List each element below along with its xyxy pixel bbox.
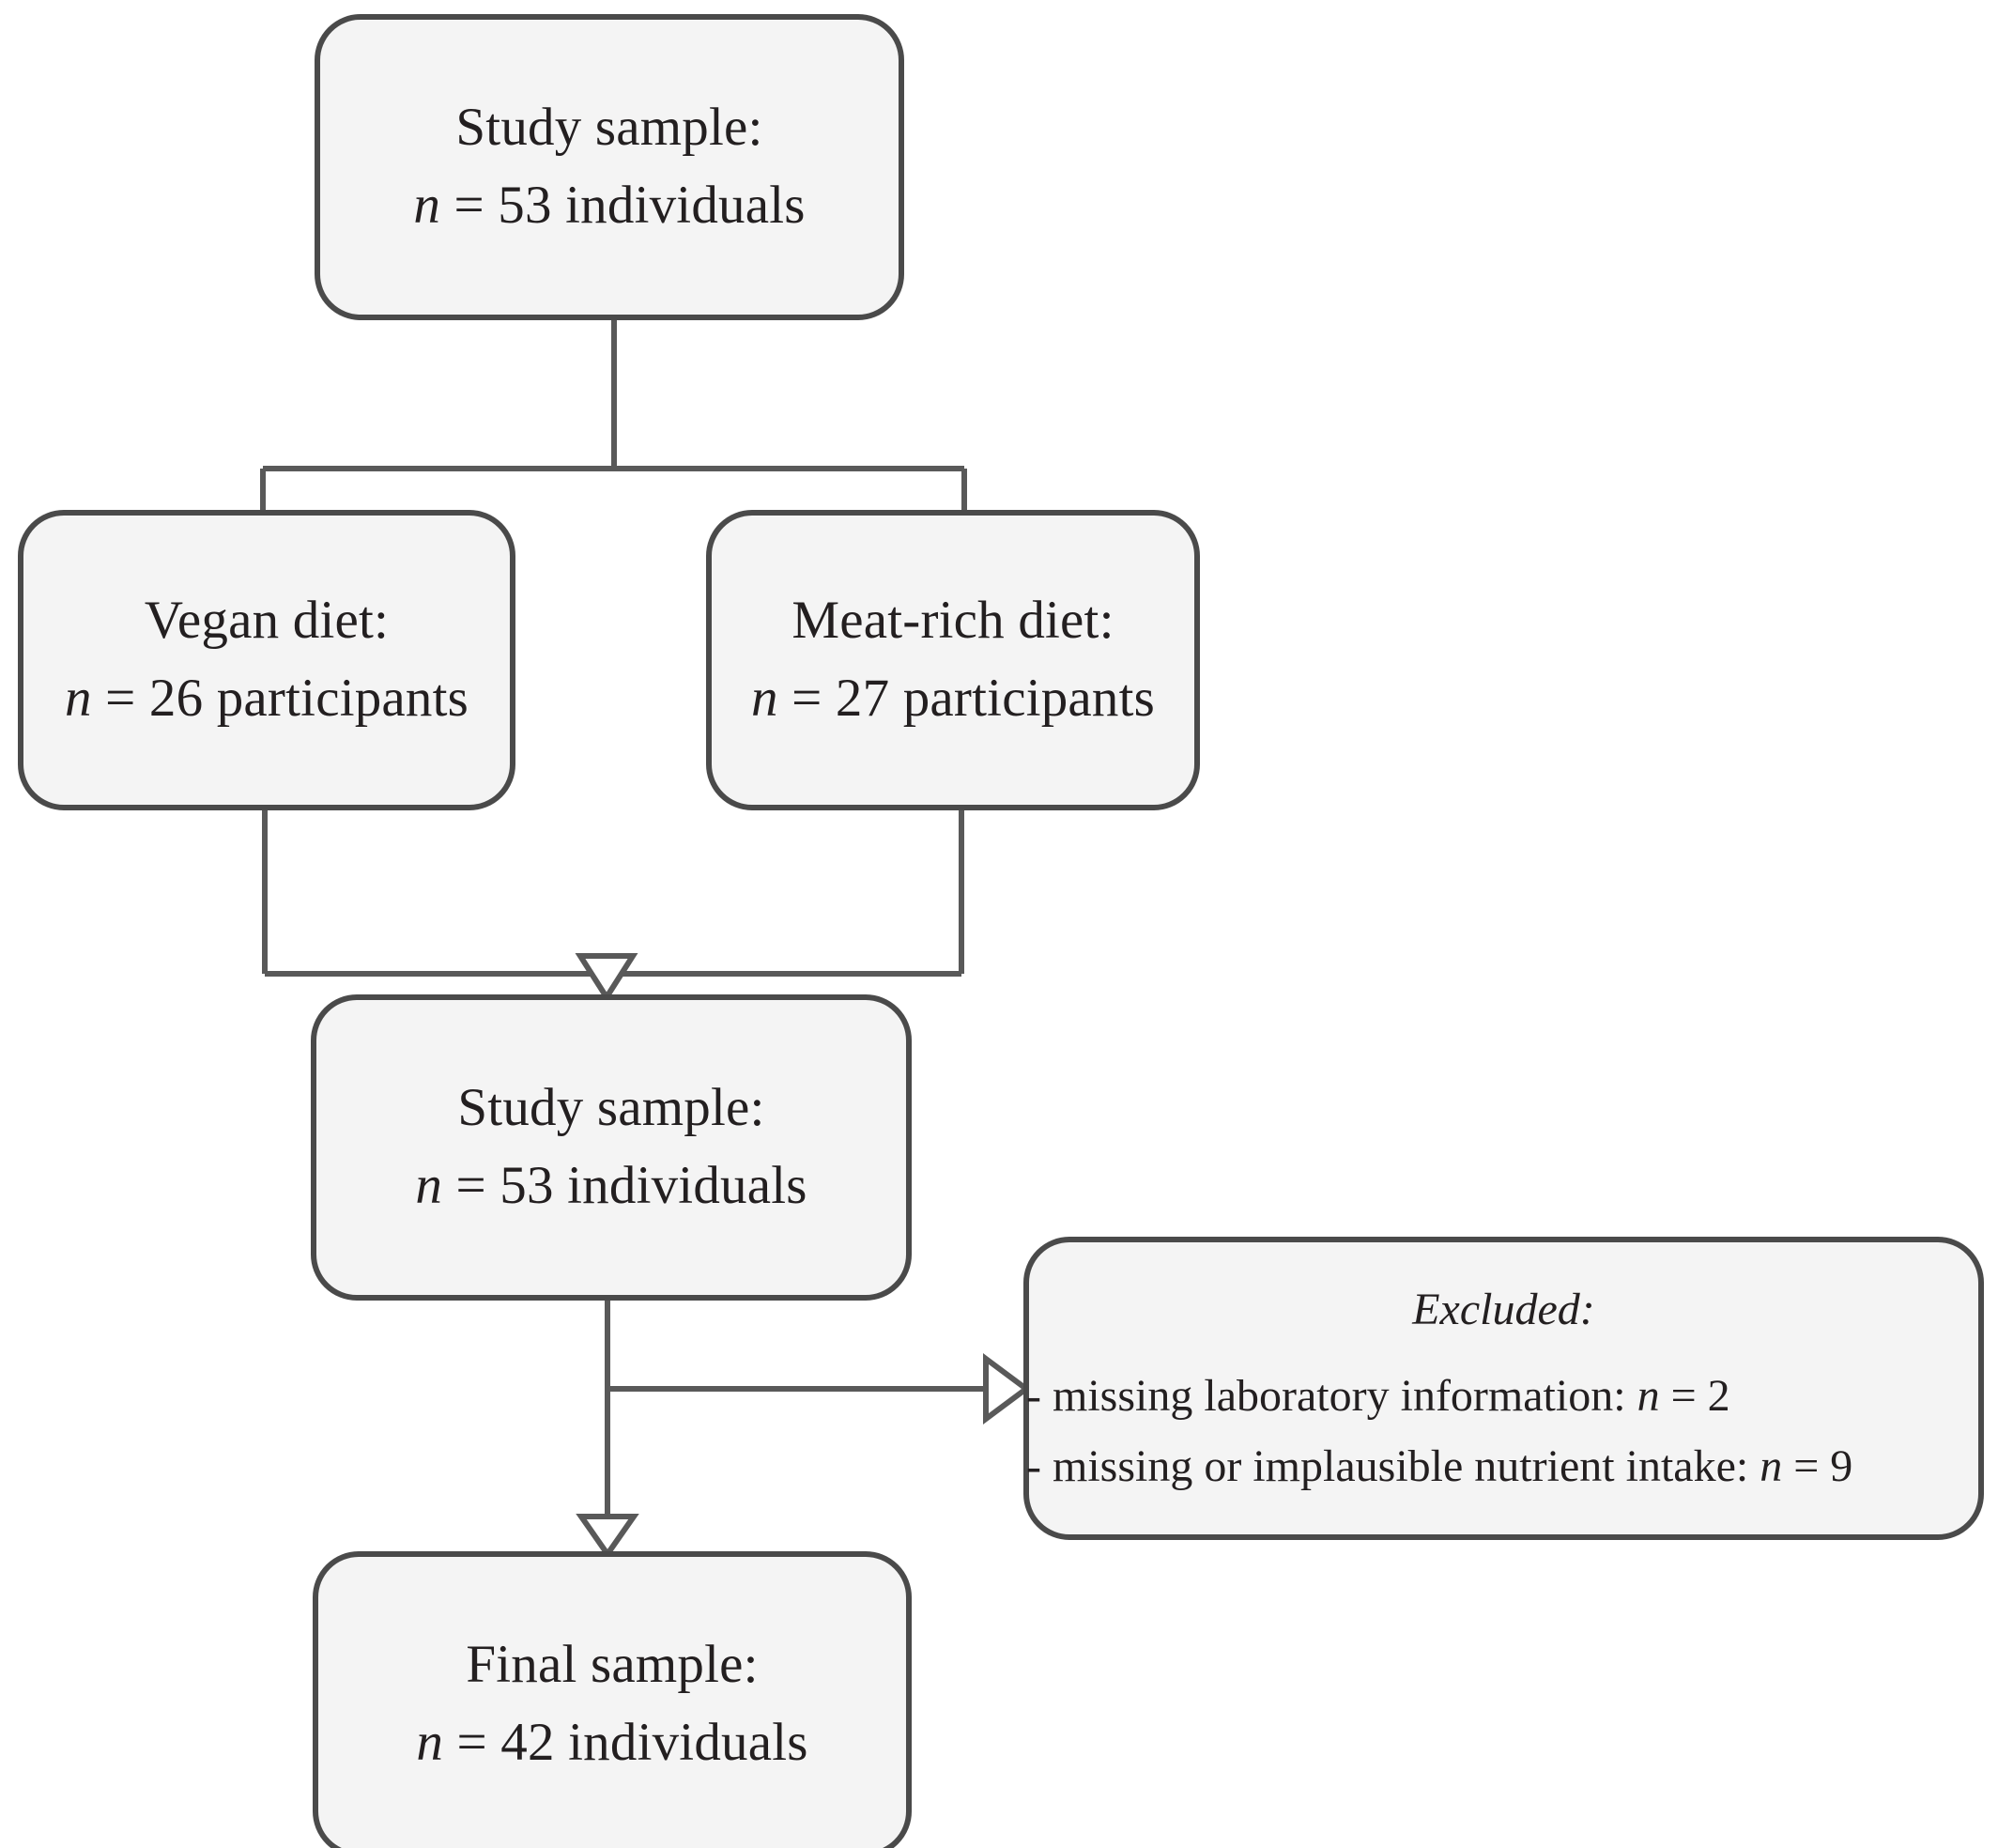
node-box-layer xyxy=(18,14,1984,1848)
excluded-box[interactable] xyxy=(1023,1237,1984,1540)
arrowhead-to-final-sample-icon xyxy=(576,1514,639,1560)
vegan-diet-box[interactable] xyxy=(18,510,515,810)
arrowhead-to-study-mid-icon xyxy=(575,953,638,1003)
connector-layer xyxy=(260,317,986,1517)
study-sample-top-box[interactable] xyxy=(315,14,904,320)
final-sample-box[interactable] xyxy=(313,1551,912,1848)
study-sample-mid-box[interactable] xyxy=(311,994,912,1301)
arrowhead-to-excluded-icon xyxy=(983,1353,1032,1424)
meat-rich-diet-box[interactable] xyxy=(706,510,1200,810)
